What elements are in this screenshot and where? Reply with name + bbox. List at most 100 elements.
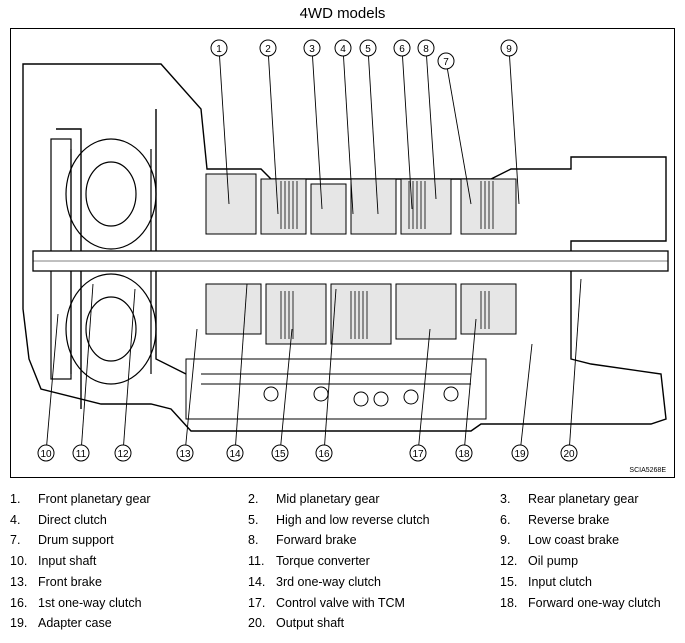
callout-circle [210,39,228,57]
legend-item-number: 4. [10,512,21,527]
legend-item-label: Reverse brake [528,512,610,527]
legend-item-label: Torque converter [276,554,370,569]
legend-item: 10. Input shaft [10,554,96,568]
legend-item-label: Input clutch [528,574,592,589]
callout-number: 20 [563,449,575,460]
callout-circle [271,444,289,462]
legend-item-number: 14. [248,574,266,589]
legend-item-label: Mid planetary gear [276,492,380,506]
leader-line [445,60,472,205]
leader-line [568,278,582,454]
legend-item: 9.Low coast brake [500,533,619,547]
legend-item: 3. Rear planetary gear [500,492,638,506]
legend-item-label: Control valve with TCM [276,595,405,610]
legend-item-label: Direct clutch [38,512,107,527]
callout-number: 18 [458,449,470,460]
bottom-callout-11: 11 [72,283,94,462]
top-callout-2: 2 [259,39,279,215]
leader-line [401,47,413,210]
callout-circle [409,444,427,462]
legend-item-number: 15. [500,574,518,589]
top-callout-6: 6 [393,39,413,210]
legend-item-label: Front planetary gear [38,492,151,506]
diagram-title: 4WD models [299,5,386,22]
callout-number: 9 [506,44,512,55]
callout-number: 5 [365,44,371,55]
bottom-callout-20: 20 [560,278,582,462]
legend-item: 11.Torque converter [248,554,370,568]
bottom-callout-19: 19 [511,343,533,462]
legend-item-number: 5. [248,512,259,527]
leader-line [417,328,431,454]
leader-line [267,47,279,215]
leader-line [508,47,520,205]
legend-item: 4. Direct clutch [10,513,107,527]
legend-item-label: Adapter case [38,616,112,631]
top-callout-9: 9 [500,39,520,205]
legend-row: 1. Front planetary gear 2.Mid planetary ge… [0,492,685,512]
legend-item-number: 18. [500,595,518,610]
bottom-callout-10: 10 [37,313,59,462]
leader-line [45,313,59,454]
legend-item: 13.Front brake [10,575,102,589]
callout-circle [37,444,55,462]
leader-line [323,288,337,454]
legend-item-number: 10. [10,554,28,569]
legend-item: 1. Front planetary gear [10,492,151,506]
callout-number: 8 [423,44,429,55]
legend-item-number: 12. [500,554,518,569]
legend-row: 10. Input shaft 11.Torque converter 12. Oil … [0,554,685,574]
legend-item: 12. Oil pump [500,554,578,568]
callout-number: 19 [514,449,526,460]
legend-item-label: Rear planetary gear [528,492,639,506]
callout-number: 15 [274,449,286,460]
top-callout-5: 5 [359,39,379,215]
leader-line [463,318,477,454]
legend-item-label: High and low reverse clutch [276,512,430,527]
callout-number: 2 [265,44,271,55]
legend-item-number: 13. [10,574,28,589]
legend-item-label: Input shaft [38,554,97,569]
leader-line [519,343,533,454]
legend-item-number: 3. [500,492,511,506]
top-callout-1: 1 [210,39,230,205]
callout-number: 13 [179,449,191,460]
callout-number: 10 [40,449,52,460]
callout-circle [72,444,90,462]
callout-circle [303,39,321,57]
legend-item: 2.Mid planetary gear [248,492,380,506]
legend-item: 5. High and low reverse clutch [248,513,430,527]
callout-number: 6 [399,44,405,55]
bottom-callout-13: 13 [176,328,198,462]
callout-circle [334,39,352,57]
top-callout-3: 3 [303,39,323,210]
legend-item-number: 1. [10,492,21,506]
legend-item-number: 17. [248,595,266,610]
leader-line [311,47,323,210]
legend-item-label: Oil pump [528,554,579,569]
legend-item: 20.Output shaft [248,616,344,630]
callout-number: 7 [443,57,449,68]
callout-circle [417,39,435,57]
legend-item: 18. Forward one-way clutch [500,596,661,610]
callout-number: 4 [340,44,346,55]
callout-circle [176,444,194,462]
legend-item-number: 8. [248,533,259,548]
callout-circle [393,39,411,57]
callout-number: 12 [117,449,129,460]
legend-item: 17. Control valve with TCM [248,596,405,610]
legend-item-label: 3rd one-way clutch [276,574,381,589]
legend-item: 6.Reverse brake [500,513,609,527]
leader-line [367,47,379,215]
legend-item-number: 19. [10,616,28,631]
bottom-callout-17: 17 [409,328,431,462]
leader-line [425,47,437,200]
legend-item-number: 20. [248,616,266,631]
callout-circle [560,444,578,462]
leader-line [342,47,354,215]
top-callout-8: 8 [417,39,437,200]
legend-item-label: Forward one-way clutch [528,595,661,610]
bottom-callout-15: 15 [271,328,293,462]
